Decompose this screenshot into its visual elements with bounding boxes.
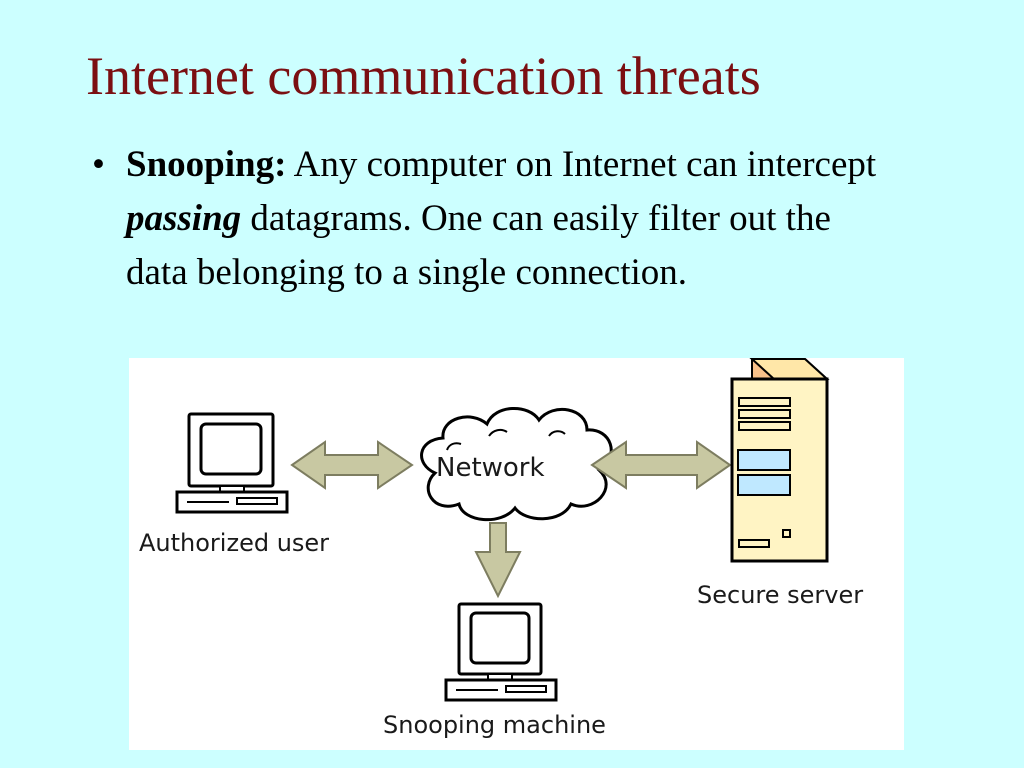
bullet-item: • Snooping: Any computer on Internet can… [92, 138, 892, 300]
bullet-term: Snooping: [126, 144, 287, 185]
bullet-text-before: Any computer on Internet can intercept [286, 144, 877, 185]
bullet-text-after: datagrams. One can easily filter out the… [126, 198, 831, 293]
authorized-user-computer-icon [175, 412, 289, 514]
bullet-text: Snooping: Any computer on Internet can i… [126, 138, 892, 300]
network-label: Network [436, 453, 545, 483]
network-diagram: Authorized user Network Secur [129, 358, 904, 750]
diagram-canvas: Authorized user Network Secur [139, 358, 863, 739]
snooping-machine-computer-icon [444, 602, 558, 702]
down-arrow [474, 522, 522, 599]
right-double-arrow [590, 440, 732, 490]
snooping-machine-label: Snooping machine [383, 711, 606, 739]
left-double-arrow [290, 440, 414, 490]
server-tower-icon [730, 358, 830, 563]
authorized-user-label: Authorized user [139, 529, 329, 557]
bullet-emphasis: passing [126, 198, 242, 239]
bullet-marker: • [92, 144, 105, 185]
secure-server-label: Secure server [697, 581, 863, 609]
slide-title: Internet communication threats [86, 46, 761, 106]
cloud-icon [420, 407, 613, 522]
